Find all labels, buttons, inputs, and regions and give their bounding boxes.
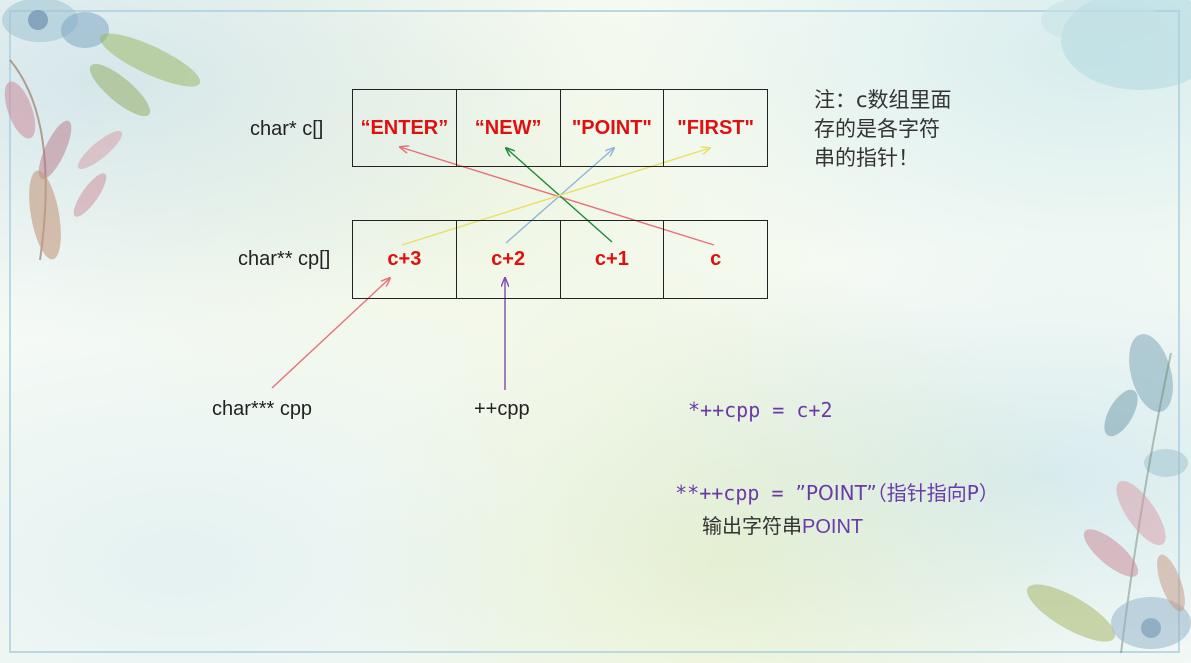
arrow-cpp-to-c3 [271, 278, 390, 389]
output-text: 输出字符串POINT [702, 510, 863, 539]
note-text: 注：c数组里面存的是各字符串的指针！ [814, 88, 952, 170]
output-highlight: POINT [802, 516, 864, 538]
cp-array-label: char** cp[] [238, 248, 331, 270]
expression-deref-twice-result: ”POINT”（指针指向P） [795, 481, 999, 505]
pre-increment-label: ++cpp [474, 398, 530, 420]
arrow-c3-to-first [401, 148, 710, 246]
c-cell-enter: “ENTER” [353, 90, 457, 166]
c-cell-point: "POINT" [561, 90, 665, 166]
cp-cell-c2: c+2 [457, 221, 561, 298]
cp-array: c+3 c+2 c+1 c [352, 220, 768, 299]
cp-cell-c3: c+3 [353, 221, 457, 298]
expression-deref-once: *++cpp = c+2 [688, 398, 833, 422]
c-array: “ENTER” “NEW” "POINT" "FIRST" [352, 89, 768, 167]
expression-deref-twice-code: **++cpp = [675, 481, 796, 505]
cp-cell-c: c [664, 221, 768, 298]
output-prefix: 输出字符串 [702, 514, 802, 538]
c-array-label: char* c[] [250, 118, 324, 140]
c-cell-first: "FIRST" [664, 90, 768, 166]
expression-deref-twice: **++cpp = ”POINT”（指针指向P） [664, 454, 999, 506]
cp-cell-c1: c+1 [561, 221, 665, 298]
cpp-label: char*** cpp [212, 398, 313, 420]
c-cell-new: “NEW” [457, 90, 561, 166]
